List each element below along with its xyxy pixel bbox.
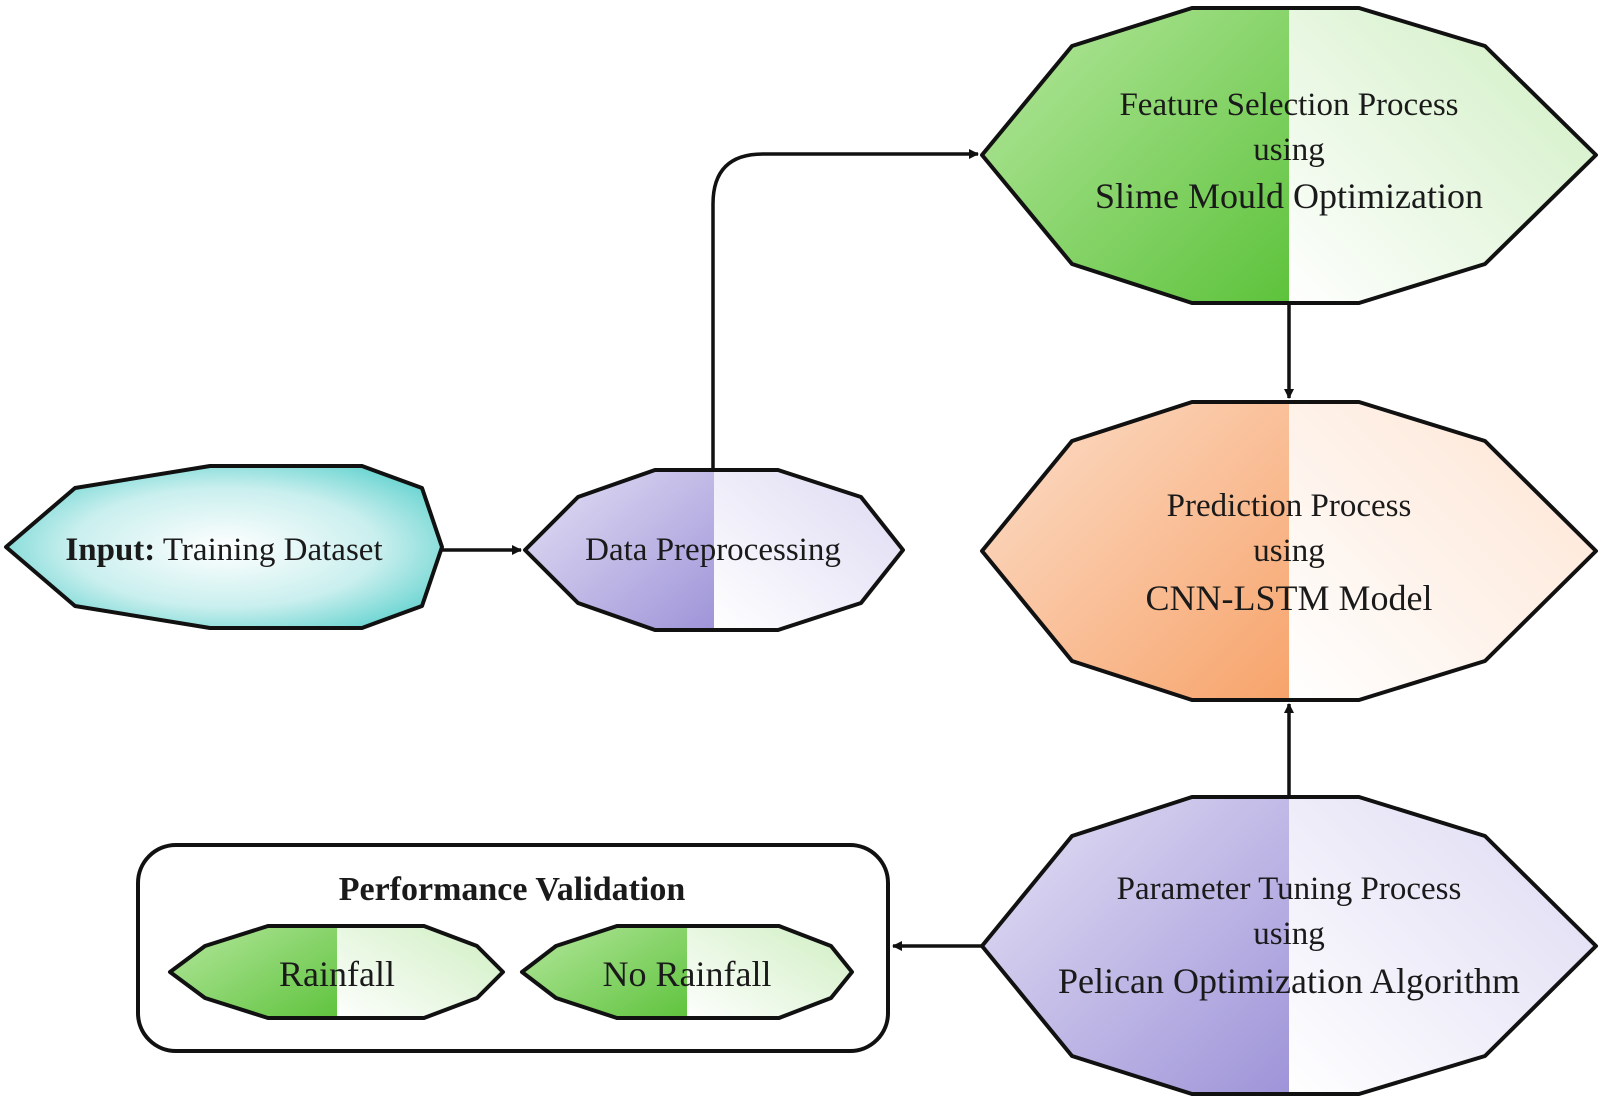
feature-selection-node: Feature Selection Process using Slime Mo… — [980, 6, 1598, 305]
performance-validation-title: Performance Validation — [339, 871, 686, 908]
feature-selection-line2: using — [1253, 132, 1325, 168]
feature-selection-line1: Feature Selection Process — [1119, 87, 1458, 123]
parameter-tuning-line1: Parameter Tuning Process — [1117, 871, 1462, 907]
rainfall-label: Rainfall — [279, 954, 395, 994]
input-node-label: Input: Training Dataset — [65, 532, 382, 568]
parameter-tuning-node: Parameter Tuning Process using Pelican O… — [980, 795, 1598, 1096]
input-node-text: Training Dataset — [155, 532, 382, 568]
performance-validation-box: Performance Validation Rainfall No Rainf… — [136, 843, 890, 1053]
input-node-bold: Input: — [65, 532, 155, 568]
input-node: Input: Training Dataset — [4, 464, 444, 630]
prediction-node: Prediction Process using CNN-LSTM Model — [980, 400, 1598, 702]
parameter-tuning-line3: Pelican Optimization Algorithm — [1058, 961, 1520, 1001]
prediction-line3: CNN-LSTM Model — [1146, 578, 1433, 618]
prediction-line2: using — [1253, 533, 1325, 569]
feature-selection-line3: Slime Mould Optimization — [1095, 176, 1483, 216]
parameter-tuning-line2: using — [1253, 916, 1325, 952]
arrow-preprocessing-to-feature-selection — [711, 149, 979, 468]
preprocessing-node: Data Preprocessing — [523, 468, 905, 632]
preprocessing-node-label: Data Preprocessing — [585, 532, 841, 568]
no-rainfall-label: No Rainfall — [603, 954, 772, 994]
prediction-line1: Prediction Process — [1167, 488, 1412, 524]
